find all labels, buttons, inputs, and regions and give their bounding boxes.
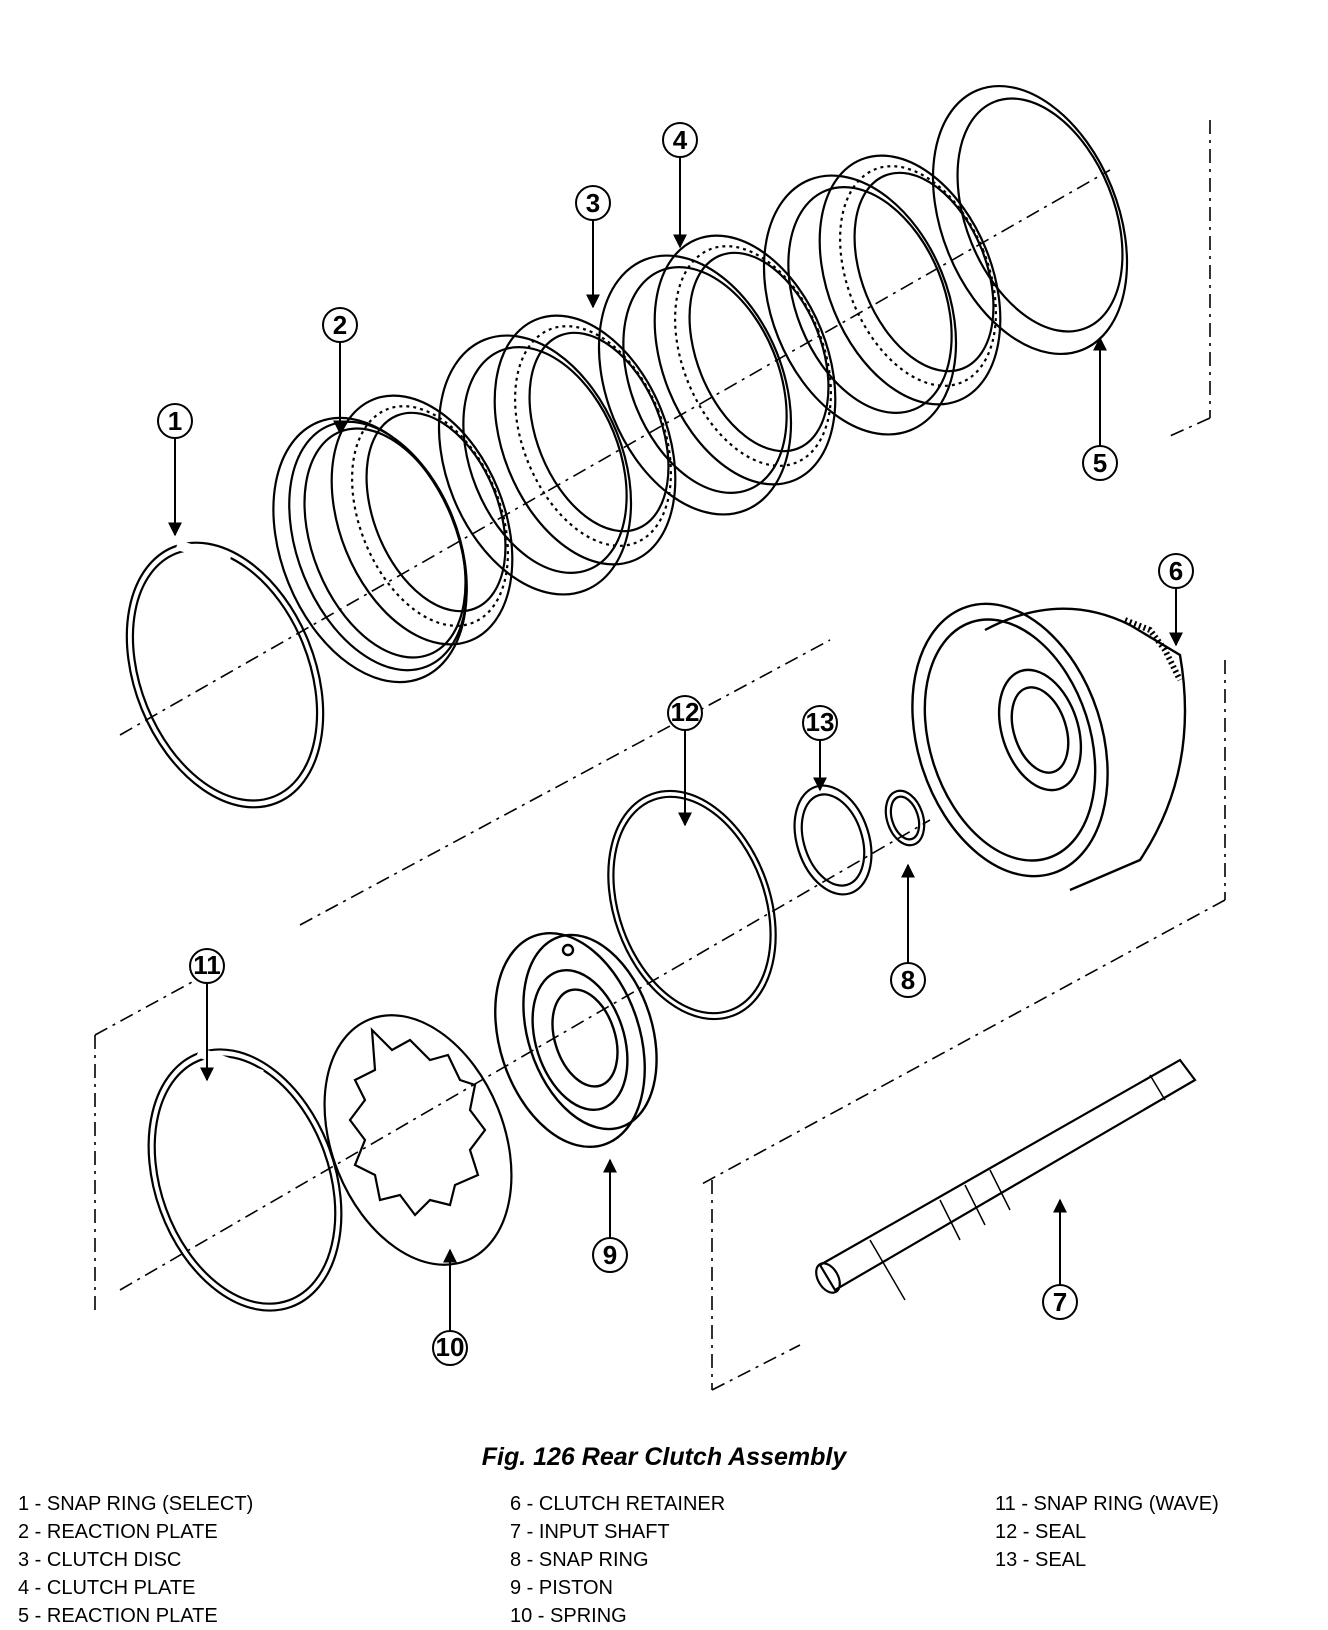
callout-3-label: 3 [586, 188, 600, 218]
legend-item: 13 - SEAL [995, 1549, 1087, 1571]
callout-4-label: 4 [673, 125, 688, 155]
callout-9: 9 [592, 1158, 628, 1273]
callout-2: 2 [322, 307, 358, 435]
clutch-disc-3 [653, 234, 837, 486]
clutch-plate-2 [597, 254, 793, 516]
clutch-plate-3 [762, 174, 958, 436]
snap-ring [884, 789, 926, 847]
callout-5-label: 5 [1093, 448, 1107, 478]
callout-11: 11 [189, 948, 225, 1082]
callout-5: 5 [1082, 336, 1118, 481]
rear-clutch-exploded-diagram: 1 2 3 4 5 6 7 8 9 10 [94, 84, 1226, 1391]
snap-ring-wave [147, 1047, 343, 1312]
callout-7-label: 7 [1053, 1287, 1067, 1317]
legend-item: 1 - SNAP RING (SELECT) [18, 1493, 254, 1515]
legend-item: 7 - INPUT SHAFT [510, 1521, 670, 1543]
clutch-disc-2 [493, 314, 677, 566]
legend-item: 10 - SPRING [510, 1605, 627, 1627]
input-shaft [815, 1058, 1197, 1301]
figure-caption: Fig. 126 Rear Clutch Assembly [481, 1443, 847, 1471]
callout-13-label: 13 [806, 707, 835, 737]
legend-column-3: 11 - SNAP RING (WAVE) 12 - SEAL 13 - SEA… [995, 1490, 1219, 1574]
callout-12-label: 12 [671, 697, 700, 727]
legend-column-2: 6 - CLUTCH RETAINER 7 - INPUT SHAFT 8 - … [510, 1490, 725, 1630]
seal-large [607, 789, 777, 1021]
callout-7: 7 [1042, 1198, 1078, 1320]
callout-4: 4 [662, 122, 698, 249]
piston [494, 931, 658, 1149]
clutch-disc-4 [818, 154, 1002, 406]
reaction-plate-rear [931, 84, 1129, 356]
legend-item: 9 - PISTON [510, 1577, 613, 1599]
center-lines [94, 120, 1226, 1391]
callout-1-label: 1 [168, 406, 182, 436]
callout-2-label: 2 [333, 310, 347, 340]
callout-12: 12 [667, 695, 703, 827]
callout-8-label: 8 [901, 965, 915, 995]
clutch-plate-1 [437, 334, 633, 596]
callout-1: 1 [157, 403, 193, 537]
legend-item: 4 - CLUTCH PLATE [18, 1577, 196, 1599]
callout-9-label: 9 [603, 1240, 617, 1270]
legend-item: 12 - SEAL [995, 1521, 1087, 1543]
clutch-retainer [911, 602, 1187, 892]
legend-item: 5 - REACTION PLATE [18, 1605, 218, 1627]
legend-item: 6 - CLUTCH RETAINER [510, 1493, 726, 1515]
spring [323, 1014, 513, 1266]
callout-13: 13 [802, 705, 838, 792]
legend-column-1: 1 - SNAP RING (SELECT) 2 - REACTION PLAT… [18, 1490, 253, 1630]
callout-10-label: 10 [436, 1332, 465, 1362]
legend-item: 2 - REACTION PLATE [18, 1521, 218, 1543]
callout-11-label: 11 [193, 950, 221, 980]
legend-item: 11 - SNAP RING (WAVE) [995, 1493, 1219, 1515]
reaction-plate-front [272, 416, 468, 684]
legend-item: 3 - CLUTCH DISC [18, 1549, 182, 1571]
callout-10: 10 [432, 1248, 468, 1366]
callout-8: 8 [890, 863, 926, 998]
callout-6: 6 [1158, 553, 1194, 647]
clutch-disc-1 [330, 394, 514, 646]
legend-item: 8 - SNAP RING [510, 1549, 649, 1571]
snap-ring-select [125, 540, 325, 809]
callout-3: 3 [575, 185, 611, 309]
callout-6-label: 6 [1169, 556, 1183, 586]
seal-small [793, 784, 873, 896]
